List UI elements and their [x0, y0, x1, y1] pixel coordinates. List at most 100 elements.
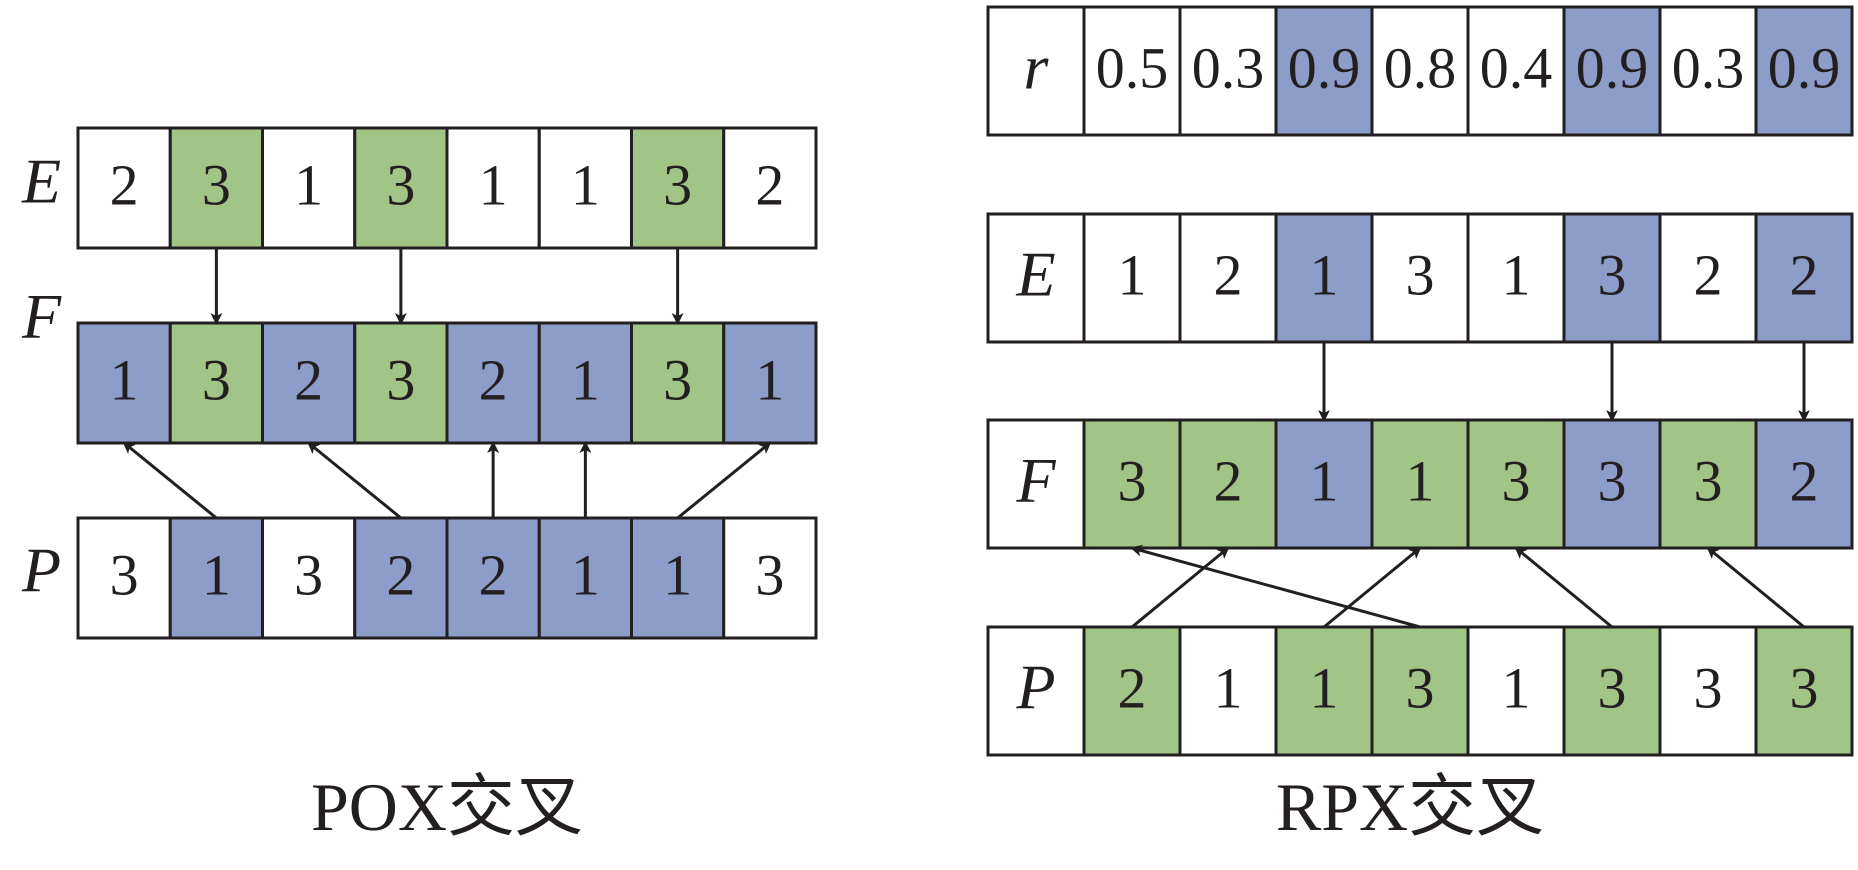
pox-value-e-1: 3	[202, 152, 231, 217]
rpx-cell-e-4	[1466, 212, 1566, 344]
rpx-value-e-0: 1	[1118, 242, 1147, 307]
pox-label-e: E	[21, 146, 61, 217]
rpx-cell-f-5	[1562, 418, 1662, 550]
rpx-value-e-3: 3	[1406, 242, 1435, 307]
rpx-cell-f-0	[1082, 418, 1182, 550]
rpx-label-p: P	[1015, 652, 1055, 723]
rpx-value-p-5: 3	[1598, 655, 1627, 720]
rpx-cell-r-3	[1370, 5, 1470, 137]
rpx-label-e: E	[1015, 239, 1055, 310]
rpx-label-r: r	[1024, 32, 1050, 103]
rpx-cell-p-0	[1082, 625, 1182, 757]
pox-cell-f-7	[722, 321, 818, 445]
pox-cell-f-1	[168, 321, 264, 445]
pox-value-p-4: 2	[479, 542, 508, 607]
pox-value-f-7: 1	[755, 347, 784, 412]
pox-value-e-6: 3	[663, 152, 692, 217]
pox-arrow-7	[676, 441, 772, 520]
pox-cell-f-3	[353, 321, 449, 445]
rpx-value-p-4: 1	[1502, 655, 1531, 720]
rpx-cell-f-2	[1274, 418, 1374, 550]
rpx-arrow-6	[1514, 546, 1613, 629]
rpx-cell-e-6	[1658, 212, 1758, 344]
rpx-cell-f-3	[1370, 418, 1470, 550]
pox-value-f-6: 3	[663, 347, 692, 412]
pox-value-p-6: 1	[663, 542, 692, 607]
pox-label-f: F	[21, 281, 62, 352]
rpx-value-e-2: 1	[1310, 242, 1339, 307]
pox-cell-p-0	[76, 516, 172, 640]
rpx-value-r-0: 0.5	[1096, 35, 1169, 100]
rpx-cell-r-6	[1658, 5, 1758, 137]
rpx-arrows	[1130, 342, 1810, 629]
pox-value-p-0: 3	[110, 542, 139, 607]
rpx-cell-p-5	[1562, 625, 1662, 757]
pox-arrows	[122, 248, 772, 520]
rpx-value-e-5: 3	[1598, 242, 1627, 307]
pox-cell-e-1	[168, 126, 264, 250]
rpx-value-p-0: 2	[1118, 655, 1147, 720]
pox-value-f-3: 3	[386, 347, 415, 412]
rpx-cell-r-2	[1274, 5, 1374, 137]
pox-cell-f-5	[537, 321, 633, 445]
pox-arrow-4	[307, 441, 402, 520]
rpx-cell-e-5	[1562, 212, 1662, 344]
pox-value-e-2: 1	[294, 152, 323, 217]
rpx-cell-p-7	[1754, 625, 1854, 757]
rpx-arrow-7	[1706, 546, 1805, 629]
rpx-value-f-7: 2	[1790, 448, 1819, 513]
rpx-value-p-1: 1	[1214, 655, 1243, 720]
rpx-cell-r-1	[1178, 5, 1278, 137]
rpx-value-e-1: 2	[1214, 242, 1243, 307]
rpx-cell-e-0	[1082, 212, 1182, 344]
rpx-value-e-7: 2	[1790, 242, 1819, 307]
rpx-value-f-1: 2	[1214, 448, 1243, 513]
pox-value-e-3: 3	[386, 152, 415, 217]
pox-cell-p-7	[722, 516, 818, 640]
rpx-value-f-6: 3	[1694, 448, 1723, 513]
rpx-arrow-3	[1131, 546, 1230, 629]
rpx-cell-e-3	[1370, 212, 1470, 344]
pox-cell-e-2	[261, 126, 357, 250]
rpx-cell-p-1	[1178, 625, 1278, 757]
pox-arrow-3	[122, 441, 218, 520]
rpx-value-r-2: 0.9	[1288, 35, 1361, 100]
pox-value-f-4: 2	[479, 347, 508, 412]
rpx-arrow-4	[1323, 546, 1422, 629]
rpx-caption: RPX交叉	[1276, 769, 1544, 845]
pox-value-e-0: 2	[110, 152, 139, 217]
pox-value-e-4: 1	[479, 152, 508, 217]
rpx-value-r-7: 0.9	[1768, 35, 1841, 100]
pox-value-e-5: 1	[571, 152, 600, 217]
rpx-value-p-2: 1	[1310, 655, 1339, 720]
rpx-value-e-4: 1	[1502, 242, 1531, 307]
rpx-cell-p-4	[1466, 625, 1566, 757]
rpx-value-f-2: 1	[1310, 448, 1339, 513]
rpx-cell-r-5	[1562, 5, 1662, 137]
rpx-label-f: F	[1015, 445, 1056, 516]
pox-value-f-1: 3	[202, 347, 231, 412]
pox-cell-p-1	[168, 516, 264, 640]
rpx-value-p-3: 3	[1406, 655, 1435, 720]
rpx-row-r-label-cell	[986, 5, 1086, 137]
rpx-value-f-4: 3	[1502, 448, 1531, 513]
pox-value-p-5: 1	[571, 542, 600, 607]
pox-value-p-7: 3	[755, 542, 784, 607]
pox-cell-p-3	[353, 516, 449, 640]
rpx-cell-r-7	[1754, 5, 1854, 137]
rpx-cell-r-4	[1466, 5, 1566, 137]
rpx-cell-r-0	[1082, 5, 1182, 137]
rpx-value-f-3: 1	[1406, 448, 1435, 513]
rpx-cell-f-1	[1178, 418, 1278, 550]
pox-cell-p-6	[630, 516, 726, 640]
